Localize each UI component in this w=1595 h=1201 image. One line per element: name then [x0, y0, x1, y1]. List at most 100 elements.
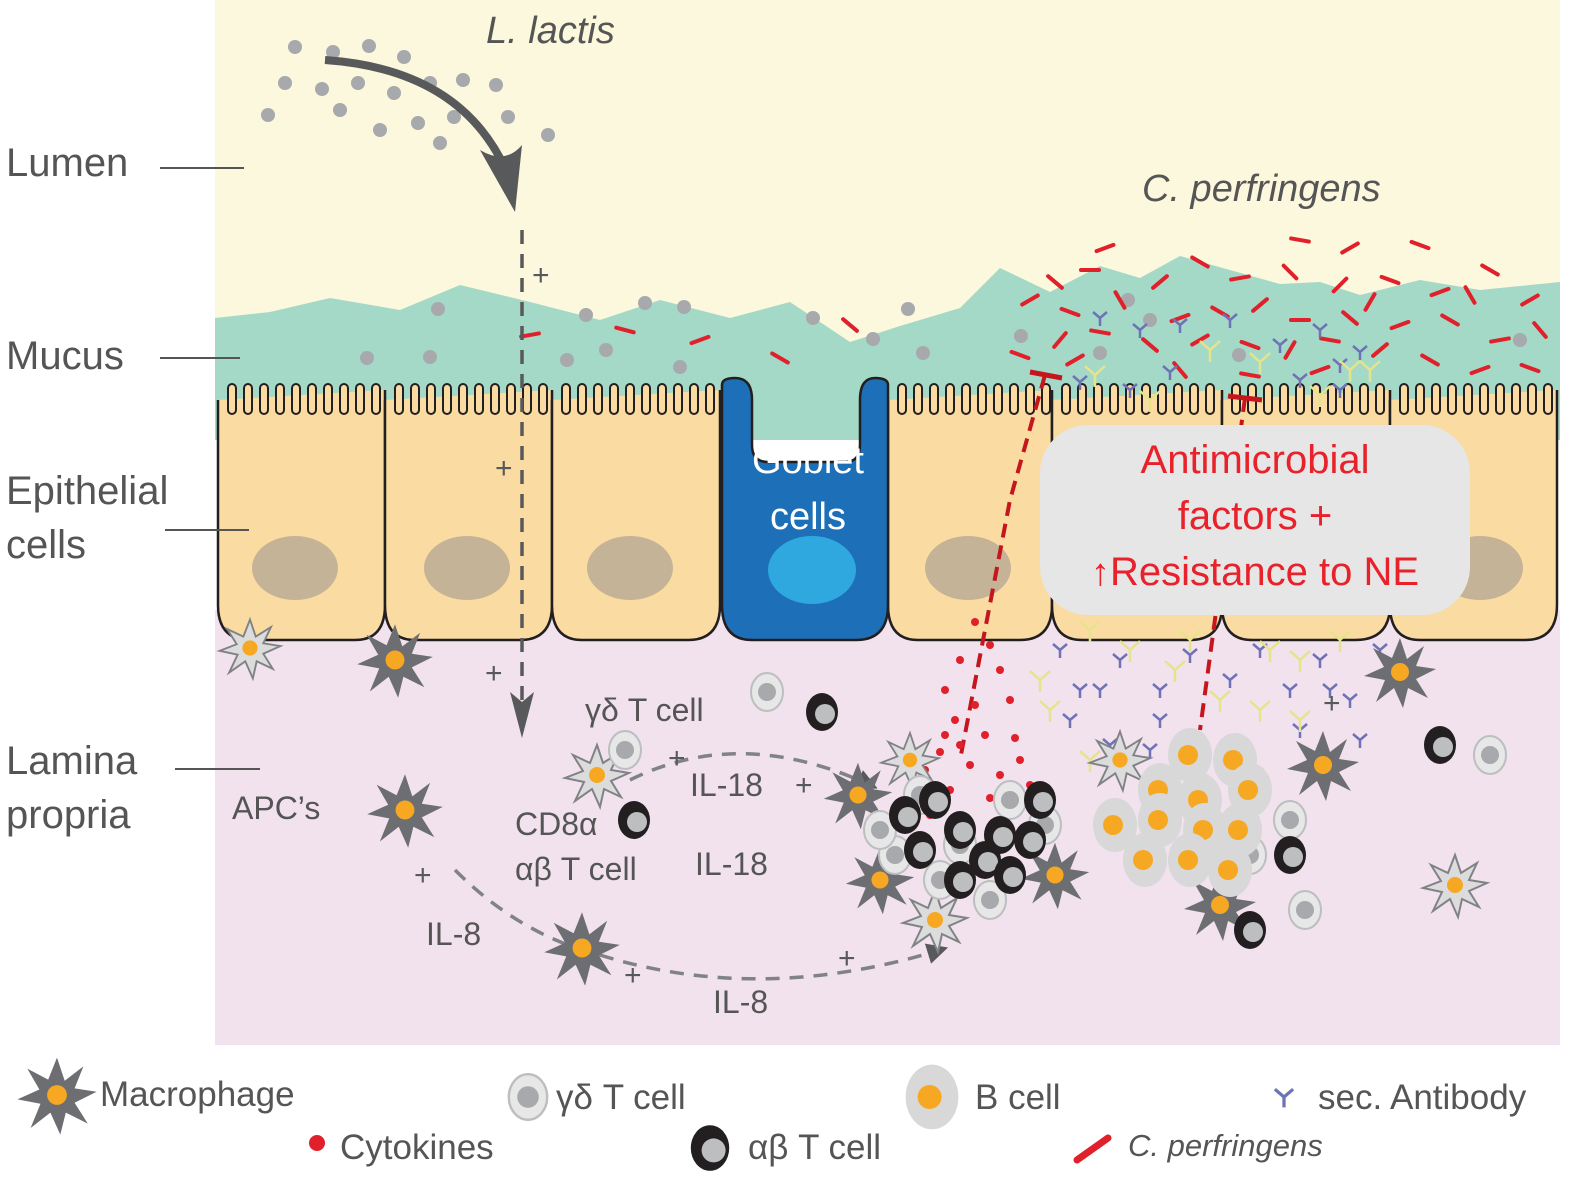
il18-label-top: IL-18 — [690, 767, 763, 803]
l-lactis-dot — [456, 73, 470, 87]
microvillus — [1093, 383, 1103, 415]
plus-signs: + + + + + + + + + — [414, 259, 1341, 992]
legend-c-perfringens: C. perfringens — [1128, 1128, 1323, 1163]
microvillus — [1025, 383, 1035, 415]
il18-label-bottom: IL-18 — [695, 846, 768, 882]
c-perfringens-rod — [1480, 263, 1500, 277]
ab-t-cell — [984, 816, 1016, 854]
cytokine-dot — [941, 686, 949, 694]
cd8a-label: CD8α — [515, 806, 598, 842]
microvillus — [1495, 383, 1505, 415]
antimicrobial-text: Antimicrobial factors + ↑Resistance to N… — [1040, 432, 1470, 601]
legend-gd-t-cell: γδ T cell — [556, 1078, 686, 1117]
c-perfringens-rod — [1052, 331, 1068, 349]
ab-t-cell — [994, 856, 1026, 894]
c-perfringens-rod — [1379, 274, 1401, 286]
svg-text:+: + — [624, 959, 642, 992]
c-perfringens-rod — [1319, 336, 1341, 344]
c-perfringens-rod — [1309, 364, 1331, 376]
b-cell-icon — [905, 1064, 959, 1130]
gd-t-cell-icon — [507, 1072, 549, 1122]
microvillus — [339, 383, 349, 415]
cytokine-dot — [996, 771, 1004, 779]
l-lactis-dot — [901, 302, 915, 316]
microvillus — [307, 383, 317, 415]
b-cell — [1168, 833, 1212, 887]
microvillus — [1527, 383, 1537, 415]
microvillus — [1189, 383, 1199, 415]
microvillus — [913, 383, 923, 415]
ab-t-cell — [944, 811, 976, 849]
l-lactis-dot — [315, 82, 329, 96]
cytokine-dot — [1006, 696, 1014, 704]
microvillus — [323, 383, 333, 415]
l-lactis-dot — [1232, 348, 1246, 362]
microvillus — [490, 383, 500, 415]
gd-t-cell — [1273, 800, 1307, 840]
c-perfringens-rod — [1469, 364, 1491, 376]
microvillus — [577, 383, 587, 415]
l-lactis-dot — [501, 110, 515, 124]
microvillus — [1479, 383, 1489, 415]
microvillus — [641, 383, 651, 415]
l-lactis-dot — [326, 45, 340, 59]
c-perfringens-rod — [1289, 236, 1311, 244]
microvillus — [458, 383, 468, 415]
microvillus — [1543, 383, 1553, 415]
cytokine-dot — [936, 748, 944, 756]
l-lactis-label: L. lactis — [486, 10, 615, 52]
l-lactis-dot — [673, 360, 687, 374]
svg-text:+: + — [668, 742, 686, 775]
microvillus — [1041, 383, 1051, 415]
microvillus — [1009, 383, 1019, 415]
cytokine-dot — [956, 741, 964, 749]
l-lactis-dot — [866, 332, 880, 346]
svg-text:+: + — [495, 452, 513, 485]
microvillus — [1447, 383, 1457, 415]
microvillus — [1109, 383, 1119, 415]
gd-t-cell-label: γδ T cell — [585, 692, 704, 728]
microvillus — [394, 383, 404, 415]
microvillus — [929, 383, 939, 415]
c-perfringens-rod — [1229, 274, 1251, 282]
microvillus — [410, 383, 420, 415]
l-lactis-dot — [489, 78, 503, 92]
l-lactis-dot — [411, 116, 425, 130]
microvillus — [1205, 383, 1215, 415]
svg-text:+: + — [795, 769, 813, 802]
c-perfringens-rod — [1409, 239, 1431, 251]
microvillus — [1431, 383, 1441, 415]
microvillus — [506, 383, 516, 415]
epithelial-label-line1: Epithelial — [6, 469, 169, 513]
microvillus — [1399, 383, 1409, 415]
epithelial-label-line2: cells — [6, 523, 87, 567]
l-lactis-bacteria — [261, 39, 1527, 374]
svg-text:+: + — [485, 657, 503, 690]
l-lactis-dot — [397, 50, 411, 64]
microvillus — [1263, 383, 1273, 415]
ab-t-cell — [944, 861, 976, 899]
microvillus — [1327, 383, 1337, 415]
b-cell — [1123, 833, 1167, 887]
cytokine-dot — [986, 641, 994, 649]
cytokine-dot — [996, 666, 1004, 674]
up-arrow-icon: ↑ — [1090, 552, 1110, 594]
l-lactis-dot — [677, 300, 691, 314]
l-lactis-dot — [362, 39, 376, 53]
lamina-label-line1: Lamina — [6, 739, 138, 783]
c-perfringens-rod — [1420, 353, 1440, 367]
c-perfringens-rod — [1239, 371, 1261, 379]
c-perfringens-rod — [1520, 293, 1540, 307]
c-perfringens-rod — [1489, 336, 1511, 344]
l-lactis-dot — [333, 103, 347, 117]
cytokine-dot — [951, 716, 959, 724]
microvillus — [593, 383, 603, 415]
legend-macrophage: Macrophage — [100, 1075, 295, 1114]
microvillus — [426, 383, 436, 415]
c-perfringens-rod — [1363, 292, 1377, 312]
microvillus — [227, 383, 237, 415]
microvillus — [1511, 383, 1521, 415]
microvillus — [961, 383, 971, 415]
microvillus — [1279, 383, 1289, 415]
microvilli — [227, 383, 1553, 415]
